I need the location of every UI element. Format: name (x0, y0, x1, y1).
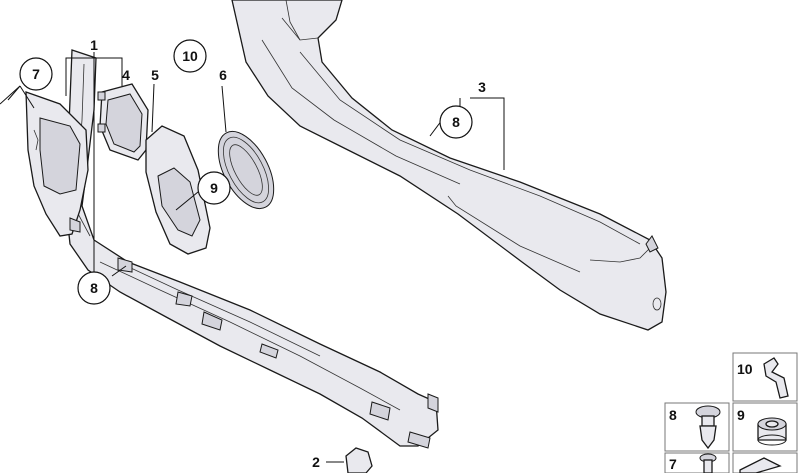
legend-item-arrow[interactable] (732, 452, 798, 473)
label-6: 6 (219, 67, 227, 83)
svg-text:8: 8 (90, 280, 98, 296)
legend-item-9[interactable]: 9 (732, 402, 798, 452)
legend-item-7[interactable]: 7 (664, 452, 730, 473)
clip-icon (763, 357, 789, 399)
cap-part-2[interactable] (345, 447, 373, 473)
label-5: 5 (151, 67, 159, 83)
speaker-grille-part-6[interactable] (207, 123, 285, 218)
svg-text:9: 9 (737, 407, 745, 423)
svg-text:10: 10 (182, 48, 198, 64)
speaker-trim-part-5[interactable] (145, 125, 211, 255)
svg-text:9: 9 (210, 180, 218, 196)
label-1: 1 (90, 37, 98, 53)
svg-text:10: 10 (737, 361, 753, 377)
callout-8-right: 8 (439, 105, 473, 139)
callout-10: 10 (173, 39, 207, 73)
label-3: 3 (478, 79, 486, 95)
legend-item-10[interactable]: 10 (732, 352, 798, 402)
callout-7: 7 (19, 57, 53, 91)
callout-8-left: 8 (77, 271, 111, 305)
label-4: 4 (122, 67, 130, 83)
svg-text:7: 7 (32, 66, 40, 82)
cover-part-4[interactable] (97, 83, 149, 161)
pillar-trim-part-7[interactable] (25, 91, 89, 237)
legend-item-8[interactable]: 8 (664, 402, 730, 452)
svg-text:7: 7 (669, 456, 677, 472)
label-2: 2 (312, 454, 320, 470)
side-sill-trim-part-3[interactable] (231, 0, 667, 331)
leader-lines (0, 52, 505, 463)
svg-text:8: 8 (669, 407, 677, 423)
callout-9: 9 (197, 171, 231, 205)
sill-panel-part-1[interactable] (65, 49, 439, 449)
expansion-clip-icon (699, 453, 717, 473)
svg-text:8: 8 (452, 114, 460, 130)
push-rivet-icon (695, 405, 721, 450)
grommet-icon (757, 417, 787, 446)
